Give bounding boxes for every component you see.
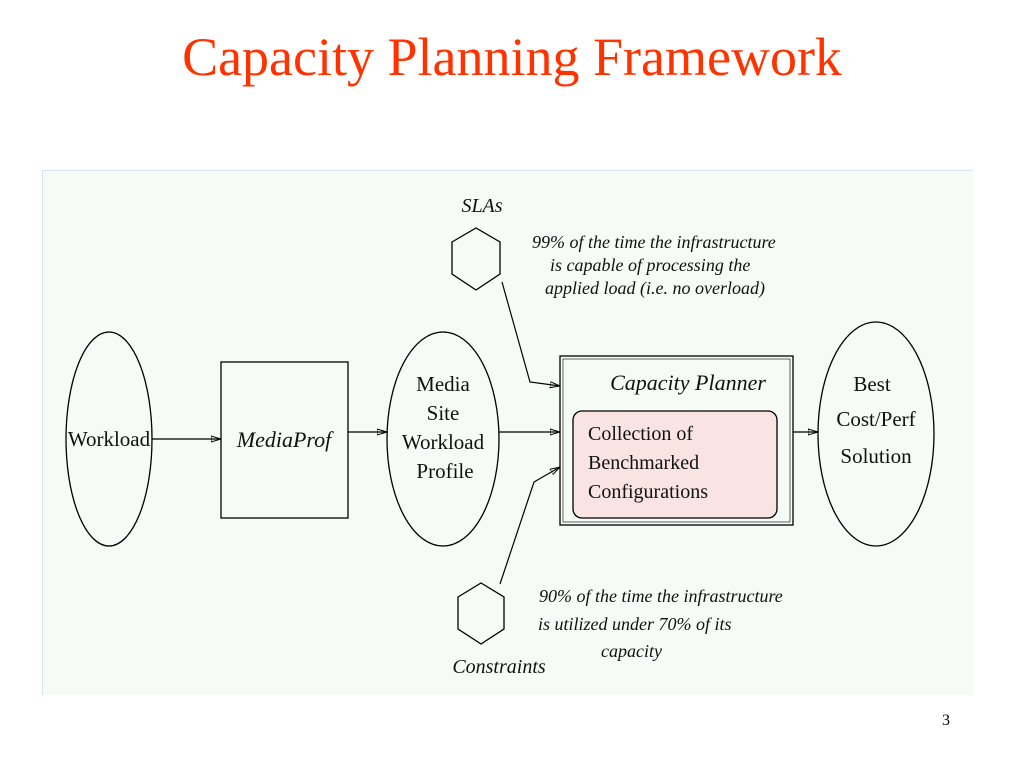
collection-label-line: Configurations	[588, 481, 708, 503]
page-number: 3	[942, 712, 950, 729]
mediaprof-label: MediaProf	[236, 427, 334, 452]
profile-ellipse	[386, 331, 500, 547]
arrow-constraints-to-planner	[499, 467, 560, 585]
constraint-note-line: capacity	[601, 641, 662, 661]
profile-label-line: Profile	[416, 459, 473, 483]
solution-ellipse	[817, 321, 935, 547]
solution-label-line: Solution	[840, 444, 912, 468]
sla-note-line: is capable of processing the	[550, 255, 750, 275]
sla-note-line: 99% of the time the infrastructure	[532, 232, 776, 252]
solution-label-line: Cost/Perf	[836, 407, 915, 431]
collection-label-line: Benchmarked	[588, 452, 699, 474]
capacity-planner-inner-border	[562, 358, 791, 523]
constraints-hexagon	[457, 582, 505, 645]
arrow-slas-to-planner	[501, 281, 560, 386]
capacity-planner-label: Capacity Planner	[610, 370, 766, 395]
capacity-planning-diagram: Workload MediaProf Media Site Workload P…	[65, 195, 935, 678]
profile-label-line: Workload	[402, 430, 485, 454]
constraints-label: Constraints	[452, 656, 546, 678]
slide-title: Capacity Planning Framework	[182, 27, 842, 87]
profile-label-line: Site	[427, 401, 460, 425]
sla-note-line: applied load (i.e. no overload)	[545, 278, 765, 299]
constraint-note-line: 90% of the time the infrastructure	[539, 586, 783, 606]
collection-box	[572, 410, 778, 519]
constraint-note-line: is utilized under 70% of its	[538, 614, 732, 634]
workload-label: Workload	[68, 427, 151, 451]
slas-hexagon	[451, 227, 501, 291]
slas-label: SLAs	[461, 195, 502, 217]
solution-label-line: Best	[853, 372, 891, 396]
mediaprof-box	[220, 361, 349, 519]
profile-label-line: Media	[416, 372, 470, 396]
collection-label-line: Collection of	[588, 423, 693, 445]
capacity-planner-box	[559, 355, 794, 526]
